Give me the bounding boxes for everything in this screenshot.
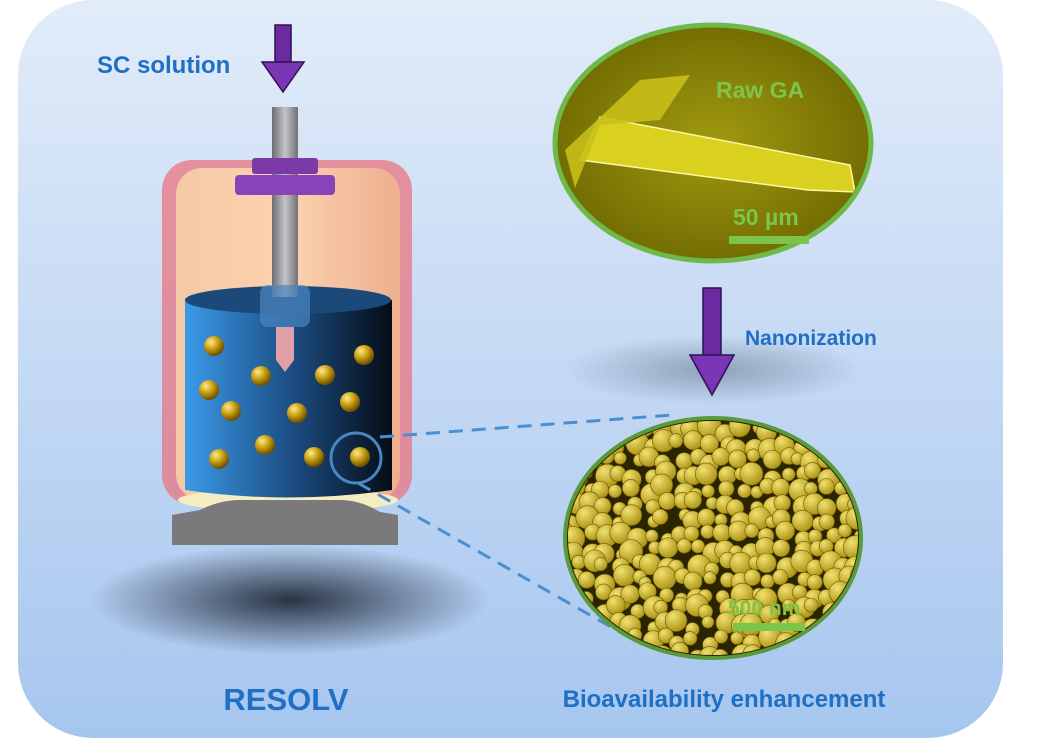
nanoparticle [775,520,796,541]
upper-flange [252,158,318,174]
nanoparticle [703,571,717,585]
nanoparticle [683,631,698,646]
nozzle-rod [272,107,298,297]
nanoparticle [743,568,761,586]
nanoparticle [683,525,700,542]
nanoparticle [730,631,744,645]
nanoparticle [657,537,679,559]
zoom-line-lower [357,481,626,637]
nanoparticle [683,430,703,451]
nanoparticle [699,434,719,454]
nanoparticle [772,539,791,557]
nanoparticle [711,447,731,466]
nanoparticle [791,509,814,532]
nanoparticle [746,448,760,462]
nanoparticle [668,433,684,449]
nanoparticle [694,462,718,486]
lower-flange [235,175,335,195]
input-arrow-icon [260,24,306,94]
nanoparticle [683,490,702,510]
nanoparticle [728,421,751,438]
nanoparticle [621,479,640,497]
nanoparticle [803,597,819,613]
nanoparticle [781,467,796,482]
nanoparticle [620,504,643,526]
nanoparticle [657,627,674,644]
vessel-shadow [90,545,490,655]
nanoparticle [676,538,692,554]
nanoparticle [711,648,729,655]
nanoparticle [613,451,627,465]
nanoparticle [772,569,789,586]
nanoparticle [700,524,715,539]
method-label: RESOLV [223,682,348,717]
particles [199,336,374,469]
outcome-label: Bioavailability enhancement [563,686,886,713]
nanoparticle [739,461,764,486]
process-label: Nanonization [745,327,877,350]
nano-scale-bar [733,623,805,631]
nanoparticle [605,595,626,615]
raw-scale-bar [729,236,809,244]
nanoparticle [645,529,659,543]
nanoparticle [697,508,716,527]
nanoparticle [737,483,752,499]
nanoparticle [806,574,823,591]
nanoparticle [593,557,608,572]
nanoparticle [652,565,677,590]
nanonization-arrow-icon [688,287,736,397]
nanoparticle [718,480,735,497]
nanoparticle [756,552,777,574]
nozzle-tip [276,327,294,372]
nanoparticle [701,484,715,498]
vessel-base [172,500,398,545]
raw-scale-label: 50 µm [733,204,799,230]
nanoparticle [837,523,852,538]
zoom-line-upper [379,413,673,439]
liquid-bath [185,290,392,498]
nano-scale-label: 500 nm [728,597,800,620]
raw-ga-label: Raw GA [716,77,804,103]
nanoparticle [659,587,674,603]
nanoparticle [652,508,669,525]
nanoparticle [683,571,703,591]
nanoparticle [804,462,821,479]
nanoparticle [712,523,731,542]
reactor-vessel [162,107,412,545]
zoom-circle [329,431,383,485]
nanoparticle [762,449,783,470]
nanoparticle [658,492,677,511]
nanoparticle [714,629,729,644]
nanoparticle [771,478,790,497]
nanoparticle [577,571,596,589]
nanoparticle [818,478,835,495]
nanoparticle [760,574,775,589]
nanoparticle [701,615,715,629]
nanoparticle [608,484,622,499]
nanoparticle [773,494,791,512]
nanoparticle [744,523,760,538]
raw-ga-sem-image: Raw GA 50 µm [552,22,874,264]
nanoparticle [664,609,688,632]
nanoparticle [613,564,636,587]
input-label: SC solution [97,52,230,79]
nanoparticle [818,513,835,530]
